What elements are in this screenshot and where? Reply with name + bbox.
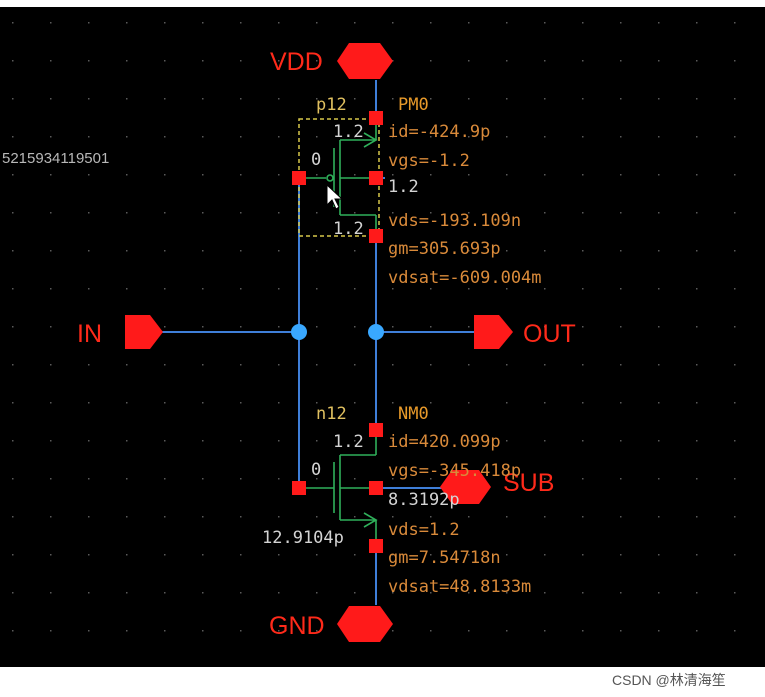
watermark: CSDN @林清海笙 (612, 672, 726, 688)
pmos-op-id: id=-424.9p (388, 122, 490, 142)
schematic-background (0, 7, 765, 667)
pmos-length-top: 1.2 (333, 122, 364, 142)
out-pin[interactable] (474, 315, 513, 349)
nmos-op-gm: gm=7.54718n (388, 548, 501, 568)
pmos-model: p12 (316, 95, 347, 115)
nmos-source-terminal (369, 539, 383, 553)
top-strip (0, 0, 765, 7)
pmos-op-vdsat: vdsat=-609.004m (388, 268, 542, 288)
mouse-cursor-icon (326, 183, 344, 210)
pmos-bulk-value: 1.2 (388, 177, 419, 197)
nmos-op-vgs: vgs=-345.418p (388, 461, 521, 481)
nmos-instance: NM0 (398, 404, 429, 424)
nmos-bulk-terminal (369, 481, 383, 495)
pmos-drain-terminal (369, 111, 383, 125)
terminals (292, 111, 383, 553)
nmos-drain-terminal (369, 423, 383, 437)
junction-out (368, 324, 384, 340)
nmos-gate-value: 0 (311, 460, 321, 480)
nmos-gate-terminal (292, 481, 306, 495)
vdd-pin[interactable] (337, 43, 393, 79)
pmos-gate-value: 0 (311, 150, 321, 170)
nmos-bulk-value: 8.3192p (388, 490, 460, 510)
in-pin[interactable] (125, 315, 163, 349)
junction-in (291, 324, 307, 340)
nmos-op-id: id=420.099p (388, 432, 501, 452)
out-label: OUT (523, 320, 576, 348)
nmos-model: n12 (316, 404, 347, 424)
nmos-length-top: 1.2 (333, 432, 364, 452)
pmos-gate-terminal (292, 171, 306, 185)
pmos-op-gm: gm=305.693p (388, 239, 501, 259)
pmos-op-vgs: vgs=-1.2 (388, 151, 470, 171)
nmos-op-vdsat: vdsat=48.8133m (388, 577, 531, 597)
grid-dots (12, 22, 736, 632)
gnd-pin[interactable] (337, 606, 393, 642)
in-label: IN (77, 320, 102, 348)
pmos-bulk-terminal (369, 171, 383, 185)
nmos-source-value: 12.9104p (262, 528, 344, 548)
left-id-label: 5215934119501 (2, 150, 109, 167)
gnd-label: GND (269, 612, 325, 640)
sub-label: SUB (503, 469, 554, 497)
pmos-instance: PM0 (398, 95, 429, 115)
sub-pin[interactable] (440, 470, 491, 504)
nmos-op-vds: vds=1.2 (388, 520, 460, 540)
bottom-strip (0, 667, 765, 697)
pmos-source-terminal (369, 229, 383, 243)
pmos-length-bottom: 1.2 (333, 219, 364, 239)
pmos-op-vds: vds=-193.109n (388, 211, 521, 231)
vdd-label: VDD (270, 48, 323, 76)
